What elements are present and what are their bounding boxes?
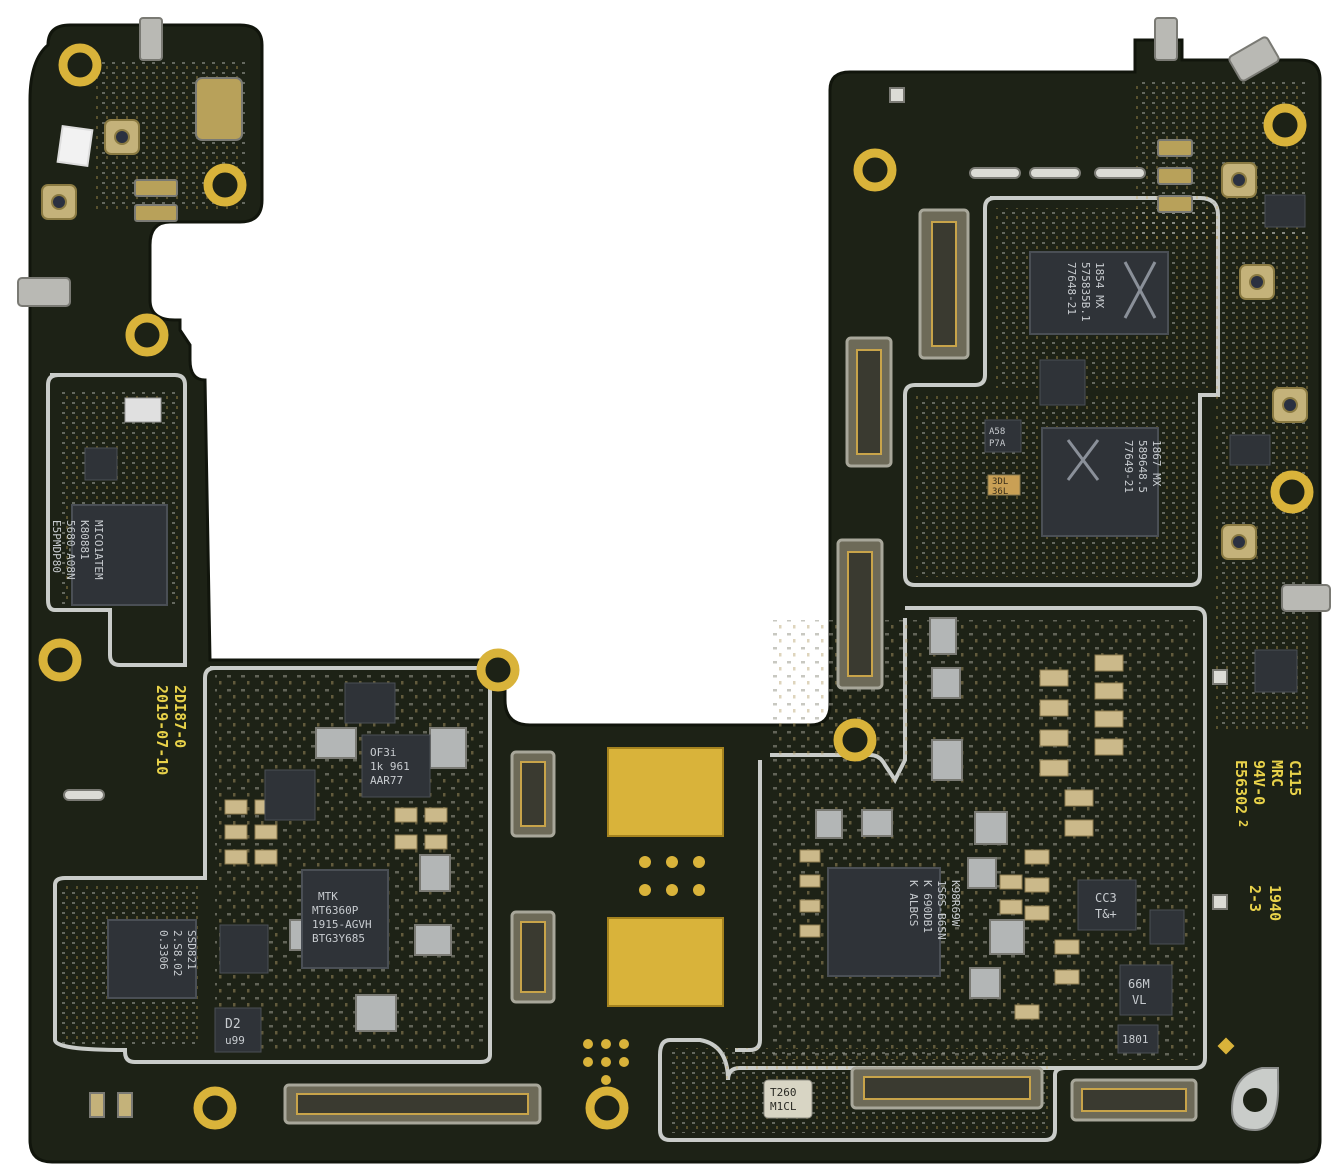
chip-t260: T260 M1CL <box>763 1079 813 1119</box>
d2-line-1: D2 <box>225 1017 241 1032</box>
chip-left: 0.3306 2.S8.02 SSD821 <box>107 919 198 999</box>
connector-center-upper <box>510 750 556 838</box>
a58-line-1: A58 <box>989 427 1005 437</box>
66m-line-1: 66M <box>1128 977 1150 991</box>
connector-center-lower <box>510 910 556 1004</box>
left-chip-line-3: SSD821 <box>185 930 198 970</box>
chip-1801: 1801 <box>1117 1024 1159 1054</box>
pmic-line-4: K98R69W <box>949 880 962 927</box>
memory-line-4: E5PMDP80 <box>50 520 63 573</box>
silk-date-line-2: 1940 <box>1266 885 1284 921</box>
3dl-line-2: 36L <box>992 487 1008 497</box>
rf-coax-connectors <box>41 119 1308 560</box>
small-metal-parts <box>17 17 1331 1118</box>
memory-line-2: K80881 <box>78 520 91 560</box>
chip-main-soc: MTK MT6360P 1915-AGVH BTG3Y685 <box>301 869 389 969</box>
svg-text:A58 P7A: A58 P7A <box>989 427 1011 449</box>
ground-ring <box>1230 1067 1280 1132</box>
pmic-line-1: K ALBCS <box>907 880 920 926</box>
1801-line-1: 1801 <box>1122 1033 1149 1046</box>
of31-line-1: OF3i <box>370 746 397 759</box>
memory-line-1: MICO1ATEM <box>92 520 105 580</box>
svg-text:OF3i 1k 961 AA: OF3i 1k 961 AAR77 <box>370 746 416 787</box>
svg-text:MTK MT6360P 1915-A: MTK MT6360P 1915-AGVH BTG3Y685 <box>312 890 378 945</box>
silk-cert-line-3: MRC <box>1268 760 1286 787</box>
t260-line-1: T260 <box>770 1086 797 1099</box>
chip-d2: D2 u99 <box>214 1007 262 1053</box>
soc-line-4: BTG3Y685 <box>312 932 365 945</box>
cc3-line-1: CC3 <box>1095 891 1117 905</box>
soc-line-2: MT6360P <box>312 904 359 917</box>
svg-text:D2 u99: D2 u99 <box>225 1017 248 1047</box>
connector-mid-lower <box>836 538 884 690</box>
svg-text:66M VL: 66M VL <box>1128 977 1157 1007</box>
silk-serial-line-2: 2019-07-10 <box>153 685 171 775</box>
connector-bottom-right <box>1070 1078 1198 1122</box>
cc3-line-2: T&+ <box>1095 907 1117 921</box>
silk-cert-line-1: E56302 <box>1232 760 1250 814</box>
silk-date-line-1: 2-3 <box>1246 885 1264 912</box>
t260-line-2: M1CL <box>770 1100 797 1113</box>
silk-serial-line-1: 2DI87-0 <box>171 685 189 748</box>
rf1-line-2: 575835B.1 <box>1079 262 1092 322</box>
svg-text:3DL 36L: 3DL 36L <box>992 477 1014 497</box>
soc-line-1: MTK <box>318 890 338 903</box>
of31-line-3: AAR77 <box>370 774 403 787</box>
left-chip-line-1: 0.3306 <box>157 930 170 970</box>
d2-line-2: u99 <box>225 1034 245 1047</box>
silkscreen-certification: E56302 2 94V-0 MRC C115 2-3 1940 <box>1232 760 1304 921</box>
chip-3dl: 3DL 36L <box>992 477 1014 497</box>
svg-text:77649-21 589648.5: 77649-21 589648.5 1867 MX <box>1122 440 1163 500</box>
rf1-line-1: 77648-21 <box>1065 262 1078 315</box>
connector-mid-left <box>845 336 893 468</box>
left-chip-line-2: 2.S8.02 <box>171 930 184 976</box>
of31-line-2: 1k 961 <box>370 760 410 773</box>
soc-line-3: 1915-AGVH <box>312 918 372 931</box>
chip-rf-2: 77649-21 589648.5 1867 MX <box>1041 427 1163 537</box>
svg-text:T260 M1CL: T260 M1CL <box>770 1086 803 1113</box>
board-connectors <box>283 208 1198 1125</box>
connector-bottom-middle <box>850 1066 1044 1110</box>
silk-cert-line-2: 94V-0 <box>1250 760 1268 805</box>
3dl-line-1: 3DL <box>992 477 1008 487</box>
svg-text:MICO1ATEM K80881 5: MICO1ATEM K80881 5680-A08N E5PMDP80 <box>50 520 105 586</box>
chip-cc3: CC3 T&+ <box>1095 891 1124 921</box>
chip-pmic: K ALBCS K 690DB1 1S6S-B6SN K98R69W <box>827 867 962 977</box>
memory-line-3: 5680-A08N <box>64 520 77 580</box>
small-chips: OF3i 1k 961 AAR77 D2 u99 66M VL 1801 <box>84 194 1306 1119</box>
pmic-line-3: 1S6S-B6SN <box>935 880 948 940</box>
svg-text:K ALBCS K 690DB1 1: K ALBCS K 690DB1 1S6S-B6SN K98R69W <box>907 880 962 946</box>
connector-bottom-left <box>283 1083 542 1125</box>
a58-line-2: P7A <box>989 439 1006 449</box>
pmic-line-2: K 690DB1 <box>921 880 934 933</box>
silk-cert-line-4: C115 <box>1286 760 1304 796</box>
silk-cert-suffix: 2 <box>1236 820 1250 827</box>
rf2-line-3: 1867 MX <box>1150 440 1163 487</box>
chip-of31: OF3i 1k 961 AAR77 <box>361 734 431 798</box>
rf2-line-1: 77649-21 <box>1122 440 1135 493</box>
silkscreen-serial: 2DI87-0 2019-07-10 <box>153 685 189 775</box>
connector-top-center <box>918 208 970 360</box>
svg-text:CC3 T&+: CC3 T&+ <box>1095 891 1124 921</box>
svg-text:77648-21 575835B.1: 77648-21 575835B.1 1854 MX <box>1065 262 1106 328</box>
chip-66m: 66M VL <box>1119 964 1173 1016</box>
chip-a58: A58 P7A <box>984 419 1022 453</box>
chip-rf-1: 77648-21 575835B.1 1854 MX <box>1029 251 1169 335</box>
rf2-line-2: 589648.5 <box>1136 440 1149 493</box>
gold-contact-pads <box>583 747 1235 1085</box>
chip-memory: MICO1ATEM K80881 5680-A08N E5PMDP80 <box>50 504 168 606</box>
rf1-line-3: 1854 MX <box>1093 262 1106 309</box>
66m-line-2: VL <box>1132 993 1146 1007</box>
svg-text:0.3306 2.S8.02 SSD: 0.3306 2.S8.02 SSD821 <box>157 930 198 983</box>
